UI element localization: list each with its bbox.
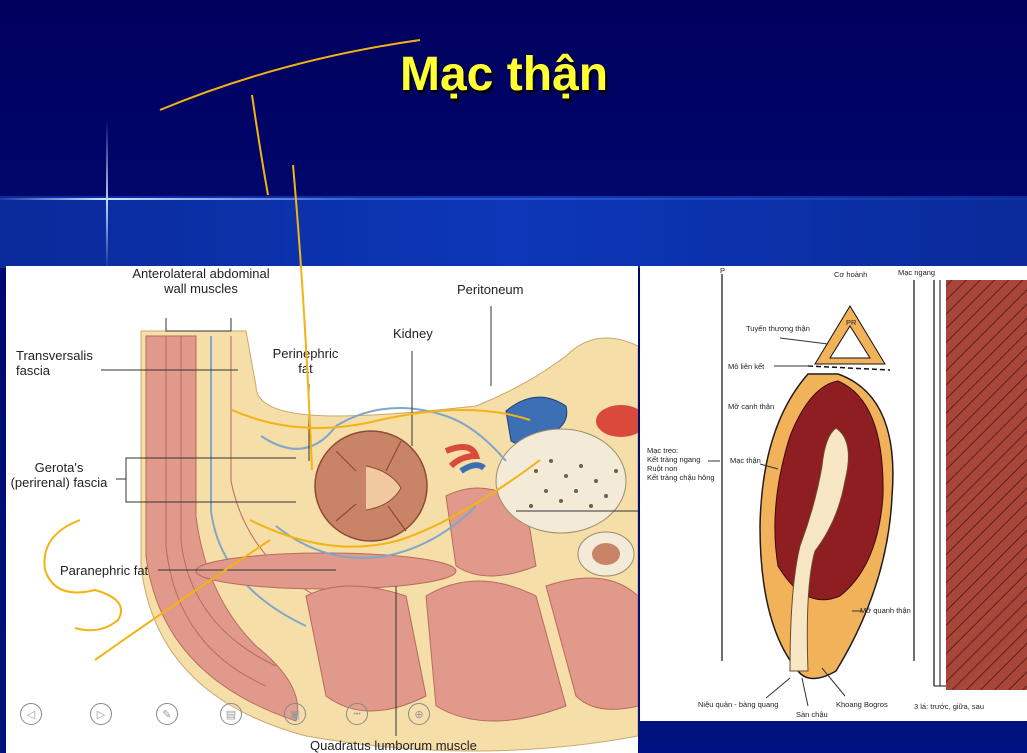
pen-tool-button[interactable]: ✎ — [156, 703, 178, 725]
label-pr-top: PR — [846, 318, 857, 327]
label-mo-quanh-than: Mỡ quanh thận — [860, 606, 911, 615]
more-options-button[interactable]: ••• — [346, 703, 368, 725]
ellipsis-icon: ••• — [353, 711, 361, 718]
label-mo-canh-than: Mỡ cạnh thận — [728, 402, 775, 411]
label-transversalis-fascia: Transversalis fascia — [16, 348, 93, 378]
kidney-cross-section-figure: Anterolateral abdominal wall muscles Per… — [6, 266, 638, 753]
grid-icon: ▤ — [225, 709, 237, 721]
zoom-button[interactable]: ⊕ — [408, 703, 430, 725]
label-nieu-quan: Niệu quản - bàng quang — [698, 700, 779, 709]
screen-icon: ▣ — [289, 709, 301, 721]
label-gerota-fascia: Gerota's (perirenal) fascia — [10, 460, 108, 490]
label-p: P — [720, 266, 726, 275]
label-paranephric-fat: Paranephric fat — [60, 563, 149, 578]
label-tuyen-thuong-than: Tuyến thượng thận — [746, 324, 810, 333]
label-anterolateral-muscles: Anterolateral abdominal wall muscles — [132, 266, 270, 296]
light-streak-horizontal — [0, 198, 1027, 200]
label-peritoneum: Peritoneum — [457, 282, 524, 297]
pointer-options-button[interactable]: ▣ — [284, 703, 306, 725]
decorative-band — [0, 196, 1027, 268]
light-streak-vertical — [106, 120, 108, 270]
label-san-chau: Sàn chậu — [796, 710, 828, 719]
magnifier-icon: ⊕ — [414, 709, 424, 721]
label-mac-treo: Mạc treo: Kết tràng ngang Ruột non Kết t… — [647, 446, 715, 482]
right-arrow-icon: ▷ — [96, 709, 106, 721]
label-mac-than: Mạc thận — [730, 456, 761, 465]
label-co-hoanh: Cơ hoành — [834, 270, 868, 279]
renal-fascia-schematic: P Cơ hoành Mạc ngang Tuyến thượng thận P… — [640, 266, 1027, 721]
left-arrow-icon: ◁ — [26, 709, 36, 721]
label-perinephric-fat: Perinephric fat — [272, 346, 339, 376]
label-quadratus-lumborum: Quadratus lumborum muscle — [310, 738, 477, 753]
label-khoang-bogros: Khoang Bogros — [836, 700, 888, 709]
slides-view-button[interactable]: ▤ — [220, 703, 242, 725]
label-mac-ngang: Mạc ngang — [898, 268, 936, 277]
pen-icon: ✎ — [162, 709, 172, 721]
previous-slide-button[interactable]: ◁ — [20, 703, 42, 725]
slide-title: Mạc thận — [400, 48, 609, 101]
schematic-drawing — [708, 274, 1027, 707]
cross-section-drawing — [101, 306, 638, 752]
label-mo-lien-ket: Mô liên kết — [728, 362, 765, 371]
label-kidney: Kidney — [393, 326, 433, 341]
label-three-layers: 3 lá: trước, giữa, sau — [914, 702, 984, 711]
next-slide-button[interactable]: ▷ — [90, 703, 112, 725]
